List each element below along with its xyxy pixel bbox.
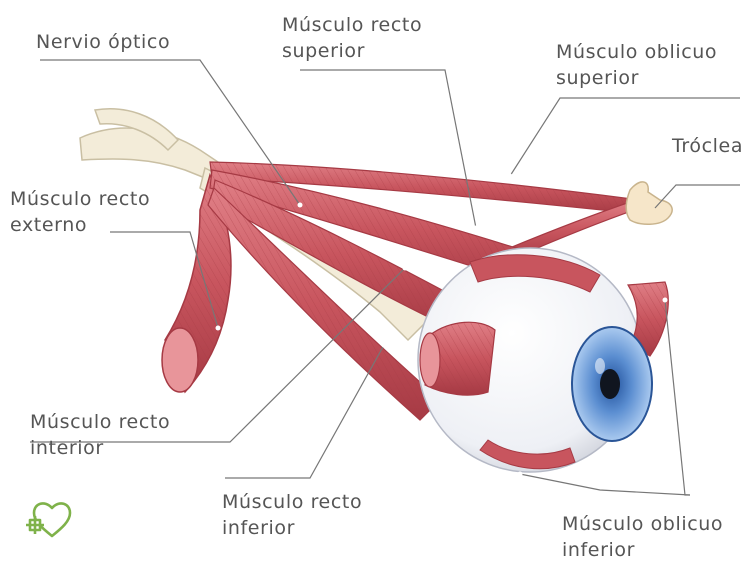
trochlea	[626, 182, 672, 224]
label-inferior-rectus: Músculo recto inferior	[222, 489, 362, 541]
leader-inferior-oblique-b	[520, 474, 690, 495]
label-optic-nerve: Nervio óptico	[36, 29, 170, 55]
label-medial-rectus: Músculo recto interior	[30, 409, 170, 461]
heart-plus-logo-icon	[26, 503, 70, 536]
medial-rectus-insertion	[420, 322, 495, 395]
pupil	[600, 369, 620, 399]
label-lateral-rectus: Músculo recto externo	[10, 186, 150, 238]
label-inferior-oblique: Músculo oblicuo inferior	[562, 511, 723, 563]
label-superior-oblique: Músculo oblicuo superior	[556, 39, 717, 91]
leader-inferior-oblique-a	[665, 300, 690, 495]
label-superior-rectus: Músculo recto superior	[282, 12, 422, 64]
iris	[572, 327, 652, 441]
label-trochlea: Tróclea	[672, 133, 743, 159]
